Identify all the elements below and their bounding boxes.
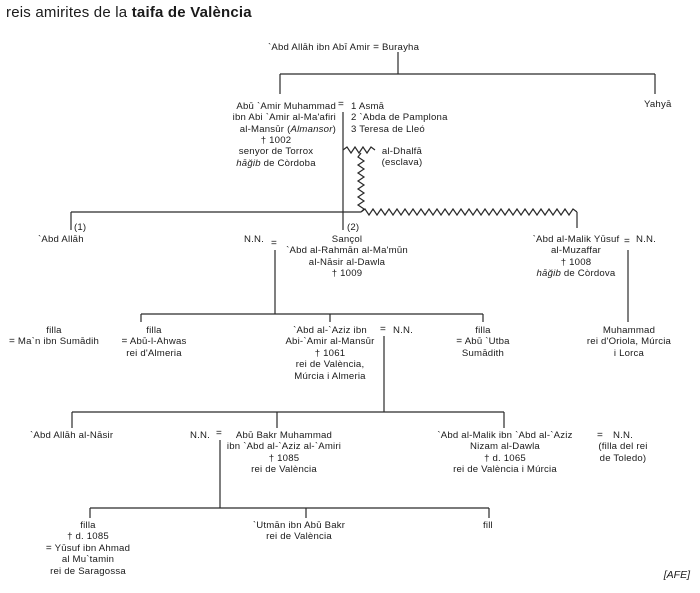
abd-al-aziz-line3: † 1061: [314, 347, 346, 359]
person-abu-bakr: Abū Bakr Muhammad ibn `Abd al-`Aziz al-`…: [225, 430, 343, 476]
person-abd-al-malik-nizam: `Abd al-Malik ibn `Abd al-`Aziz Nizam al…: [430, 430, 580, 476]
founder-couple: `Abd Allāh ibn Abī Amir = Burayha: [268, 42, 419, 53]
marriage-symbol: =: [271, 238, 278, 249]
filla1-spouse: = Ma`n ibn Sumādih: [9, 336, 99, 348]
muzaffar-line2: al-Muzaffar: [550, 245, 601, 257]
filla2-title: rei d'Almeria: [126, 347, 182, 359]
filla2-spouse: = Abū-l-Ahwas: [121, 336, 187, 348]
person-nn-wife-of-abd-al-aziz: N.N.: [393, 325, 413, 336]
filla4-line2: † d. 1085: [67, 531, 109, 543]
person-nn-wife-of-sanchuelo: N.N.: [244, 234, 264, 245]
person-al-muzaffar: `Abd al-Malik Yūsuf al-Muzaffar † 1008 h…: [518, 234, 634, 280]
muzaffar-line4: hāğib de Còrdova: [536, 268, 616, 280]
person-abd-allah-ibn-abi-amir: `Abd Allāh ibn Abī Amir: [268, 42, 371, 53]
filla3-spouse: = Abū `Utba: [456, 336, 510, 348]
marriage-symbol: =: [216, 428, 223, 439]
person-filla-1: filla = Ma`n ibn Sumādih: [0, 325, 108, 348]
abu-bakr-line1: Abū Bakr Muhammad: [235, 430, 333, 441]
dhalfa-status: (esclava): [381, 157, 423, 169]
person-muhammad-oriola: Muhammad rei d'Oriola, Múrcia i Lorca: [576, 325, 682, 359]
marriage-symbol: =: [624, 236, 631, 247]
utman-line1: `Utmān ibn Abū Bakr: [252, 520, 346, 531]
abd-al-aziz-line5: Múrcia i Almeria: [294, 370, 366, 382]
sanchuelo-line2: `Abd al-Rahmān al-Ma'mūn: [286, 245, 408, 257]
person-nn-wife-of-abu-bakr: N.N.: [190, 430, 210, 441]
person-fill: fill: [483, 520, 493, 531]
diagram-title: reis amirites de la taifa de València: [6, 4, 252, 21]
almansor-line2: ibn Abi `Amir al-Ma'afiri: [232, 112, 336, 124]
almansor-lordship: senyor de Torrox: [238, 146, 314, 158]
marriage-symbol: =: [338, 99, 345, 110]
person-filla-2: filla = Abū-l-Ahwas rei d'Almeria: [106, 325, 202, 359]
abd-al-aziz-line1: `Abd al-`Aziz ibn: [293, 325, 367, 336]
nizam-line4: rei de València i Múrcia: [453, 464, 557, 476]
abu-bakr-line4: rei de València: [251, 464, 317, 476]
filla3-line3: Sumādith: [461, 347, 505, 359]
marriage-symbol: =: [373, 42, 380, 53]
person-filla-3: filla = Abū `Utba Sumādith: [438, 325, 528, 359]
person-almansor-details: † 1002 senyor de Torrox hāğib de Còrdoba: [222, 135, 330, 169]
almansor-line1: Abū `Amir Muhammad: [236, 101, 336, 112]
muhammad-line1: Muhammad: [602, 325, 656, 336]
wife-1: 1 Asmā: [351, 101, 385, 112]
nizam-line3: † d. 1065: [484, 452, 526, 464]
almansor-wives: 1 Asmā 2 `Abda de Pamplona 3 Teresa de L…: [351, 101, 448, 135]
abd-al-aziz-line2: Abi-`Amir al-Mansūr: [285, 336, 375, 348]
person-yahya: Yahyā: [644, 99, 672, 110]
abu-bakr-line2: ibn `Abd al-`Aziz al-`Amiri: [226, 441, 342, 453]
filla2-line1: filla: [146, 325, 162, 336]
filla4-spouse: = Yūsuf ibn Ahmad: [45, 542, 131, 554]
person-burayha: Burayha: [382, 42, 420, 53]
title-bold: taifa de València: [131, 4, 252, 21]
muhammad-line3: i Lorca: [613, 347, 645, 359]
sanchuelo-line1: Sançol: [331, 234, 363, 245]
abu-bakr-line3: † 1085: [268, 452, 300, 464]
filla1-line1: filla: [46, 325, 62, 336]
filla3-line1: filla: [475, 325, 491, 336]
dhalfa-name: al-Dhalfā: [381, 146, 423, 157]
almansor-line3: al-Mansūr (Almansor): [239, 123, 336, 135]
person-sanchuelo: Sançol `Abd al-Rahmān al-Ma'mūn al-Nāsir…: [272, 234, 422, 280]
marriage-symbol: =: [597, 430, 604, 441]
person-abd-al-aziz: `Abd al-`Aziz ibn Abi-`Amir al-Mansūr † …: [274, 325, 386, 382]
abd-al-aziz-line4: rei de València,: [295, 359, 365, 371]
person-filla-4: filla † d. 1085 = Yūsuf ibn Ahmad al Mu`…: [28, 520, 148, 577]
muhammad-line2: rei d'Oriola, Múrcia: [586, 336, 672, 348]
nizam-line1: `Abd al-Malik ibn `Abd al-`Aziz: [437, 430, 573, 441]
sanchuelo-mark: (2): [347, 222, 360, 233]
person-abd-allah: `Abd Allāh: [38, 234, 84, 245]
wife-3: 3 Teresa de Lleó: [351, 123, 425, 135]
filla4-line4: al Mu`tamin: [61, 554, 115, 566]
nn-e-line3: de Toledo): [599, 452, 647, 464]
muzaffar-line3: † 1008: [560, 256, 592, 268]
utman-line2: rei de València: [266, 531, 332, 543]
person-nn-wife-of-muzaffar: N.N.: [636, 234, 656, 245]
filla4-line1: filla: [80, 520, 96, 531]
abd-allah-mark: (1): [74, 222, 87, 233]
wife-2: 2 `Abda de Pamplona: [351, 112, 448, 124]
filla4-line5: rei de Saragossa: [50, 565, 126, 577]
person-utman: `Utmān ibn Abū Bakr rei de València: [236, 520, 362, 543]
sanchuelo-line3: al-Nāsir al-Dawla: [308, 256, 386, 268]
person-almansor: Abū `Amir Muhammad ibn Abi `Amir al-Ma'a…: [190, 101, 336, 135]
nizam-line2: Nizam al-Dawla: [470, 441, 540, 453]
almansor-office: hāğib de Còrdoba: [236, 157, 316, 169]
sanchuelo-line4: † 1009: [331, 268, 363, 280]
marriage-symbol: =: [380, 324, 387, 335]
nn-e-line2: (filla del rei: [598, 441, 648, 453]
muzaffar-line1: `Abd al-Malik Yūsuf: [532, 234, 620, 245]
nn-e-line1: N.N.: [613, 430, 633, 441]
person-al-dhalfa: al-Dhalfā (esclava): [370, 146, 434, 169]
person-abd-allah-al-nasir: `Abd Allāh al-Nāsir: [30, 430, 114, 441]
title-prefix: reis amirites de la: [6, 4, 128, 21]
almansor-death: † 1002: [260, 135, 292, 146]
person-nn-filla-del-rei-de-toledo: N.N. (filla del rei de Toledo): [590, 430, 656, 464]
source-credit: [AFE]: [663, 569, 690, 581]
